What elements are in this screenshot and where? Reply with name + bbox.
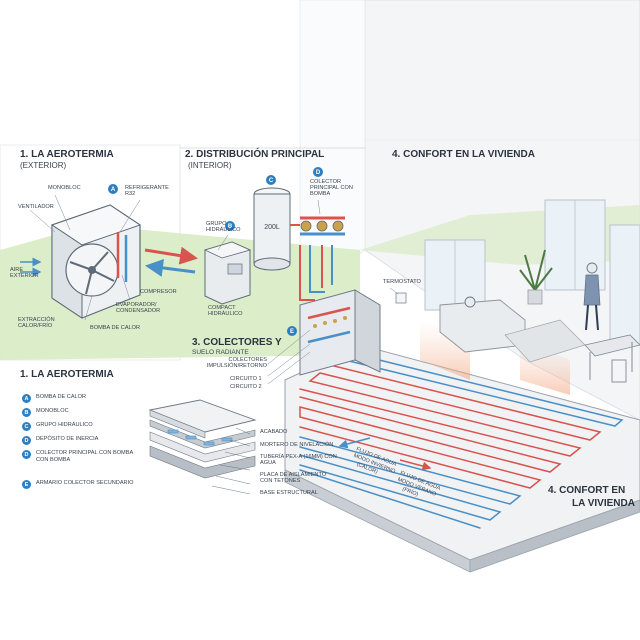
floor-cross-section: [148, 399, 257, 495]
floor-slab: [284, 344, 640, 573]
label-refrigerante: REFRIGERANTE R32: [125, 185, 169, 197]
label-aire-exterior: AIRE EXTERIOR: [10, 267, 39, 279]
label-termostato: TERMOSTATO: [383, 279, 421, 285]
legend-badge: B: [22, 408, 31, 417]
label-circuito-2: CIRCUITO 2: [230, 384, 262, 390]
legend-text: DEPÓSITO DE INERCIA: [36, 436, 99, 442]
label-tuberia: TUBERÍA PEX-A (16mm) CON AGUA: [260, 454, 337, 466]
label-circuito-1: CIRCUITO 1: [230, 376, 262, 382]
dining-table: [584, 334, 640, 383]
label-compresor: COMPRESOR: [140, 289, 177, 295]
windows: [424, 199, 640, 346]
legend-badge: D: [22, 450, 31, 459]
label-colectores: COLECTORES IMPULSIÓN/RETORNO: [206, 357, 267, 369]
legend-badge: A: [22, 394, 31, 403]
living-room-furniture: [395, 249, 640, 383]
person-sitting: [464, 296, 476, 308]
legend-item: D COLECTOR PRINCIPAL CON BOMBA CON BOMBA: [22, 450, 146, 463]
label-bomba-calor: BOMBA DE CALOR: [90, 325, 141, 331]
section-4-title: 4. CONFORT EN LA VIVIENDA: [392, 149, 535, 160]
section-1-subtitle: (EXTERIOR): [20, 161, 67, 170]
connection-arrows: [144, 246, 198, 277]
badge-d: D: [313, 167, 323, 177]
label-mortero: MORTERO DE NIVELACIÓN: [260, 442, 334, 448]
section-3-title: 3. COLECTORES Y: [192, 337, 282, 348]
potted-plant: [519, 249, 553, 305]
person-standing: [583, 262, 601, 331]
svg-text:E: E: [290, 329, 294, 335]
main-pipes: [299, 245, 333, 301]
legend-item: E ARMARIO COLECTOR SECUNDARIO: [22, 480, 134, 489]
main-collector: [290, 216, 345, 236]
flow-arrows: [338, 437, 432, 471]
badge-c: C: [266, 175, 276, 185]
svg-text:B: B: [228, 224, 233, 230]
legend-text: MONOBLOC: [36, 408, 69, 414]
legend-badge: C: [22, 422, 31, 431]
label-evaporador: EVAPORADOR/ CONDENSADOR: [116, 302, 161, 314]
buffer-tank: [253, 187, 291, 271]
label-base: BASE ESTRUCTURAL: [260, 490, 318, 496]
section-4b-title-line1: 4. CONFORT EN: [548, 485, 626, 496]
label-acabado: ACABADO: [260, 429, 288, 435]
legend-item: C GRUPO HIDRÁULICO: [22, 422, 93, 431]
legend-text: GRUPO HIDRÁULICO: [36, 422, 93, 428]
legend-title: 1. LA AEROTERMIA: [20, 369, 114, 380]
legend-badge: E: [22, 480, 31, 489]
legend-item: B MONOBLOC: [22, 408, 69, 417]
label-monobloc: MONOBLOC: [48, 185, 81, 191]
legend-text: ARMARIO COLECTOR SECUNDARIO: [36, 480, 134, 486]
legend-text: BOMBA DE CALOR: [36, 394, 87, 400]
section-2-subtitle: (INTERIOR): [188, 161, 232, 170]
svg-text:A: A: [111, 187, 116, 193]
label-placa: PLACA DE AISLAMIENTO CON TETONES: [260, 472, 327, 484]
svg-text:C: C: [269, 178, 274, 184]
legend-item: A BOMBA DE CALOR: [22, 394, 86, 403]
underfloor-pipes: [299, 353, 624, 529]
badge-b: B: [225, 221, 235, 231]
label-grupo-hidraulico: GRUPO HIDRÁULICO: [206, 221, 241, 233]
label-colector-principal: COLECTOR PRINCIPAL CON BOMBA: [310, 179, 353, 197]
svg-text:D: D: [316, 170, 321, 176]
legend-text: COLECTOR PRINCIPAL CON BOMBA CON BOMBA: [36, 450, 133, 463]
badge-a: A: [108, 184, 118, 194]
badge-e: E: [287, 326, 297, 336]
label-ventilador: VENTILADOR: [18, 204, 54, 210]
collector-cabinet: [299, 289, 381, 376]
section-2-title: 2. DISTRIBUCIÓN PRINCIPAL: [185, 149, 325, 160]
legend-item: D DEPÓSITO DE INERCIA: [22, 436, 98, 445]
label-extraccion: EXTRACCIÓN CALOR/FRÍO: [18, 317, 55, 329]
section-4b-title-line2: LA VIVIENDA: [572, 498, 635, 509]
label-compact-hidraulico: COMPACT HIDRÁULICO: [208, 305, 243, 317]
leader-lines: [29, 194, 399, 385]
section-1-title: 1. LA AEROTERMIA: [20, 149, 114, 160]
tank-capacity-label: 200L: [264, 224, 280, 231]
legend-badge: D: [22, 436, 31, 445]
hydraulic-group: [203, 241, 252, 305]
diagram-badges: A B C D E: [108, 167, 323, 336]
outdoor-heat-pump: [20, 204, 142, 319]
section-3-subtitle: SUELO RADIANTE: [192, 349, 249, 356]
thermostat-icon: [395, 292, 407, 304]
